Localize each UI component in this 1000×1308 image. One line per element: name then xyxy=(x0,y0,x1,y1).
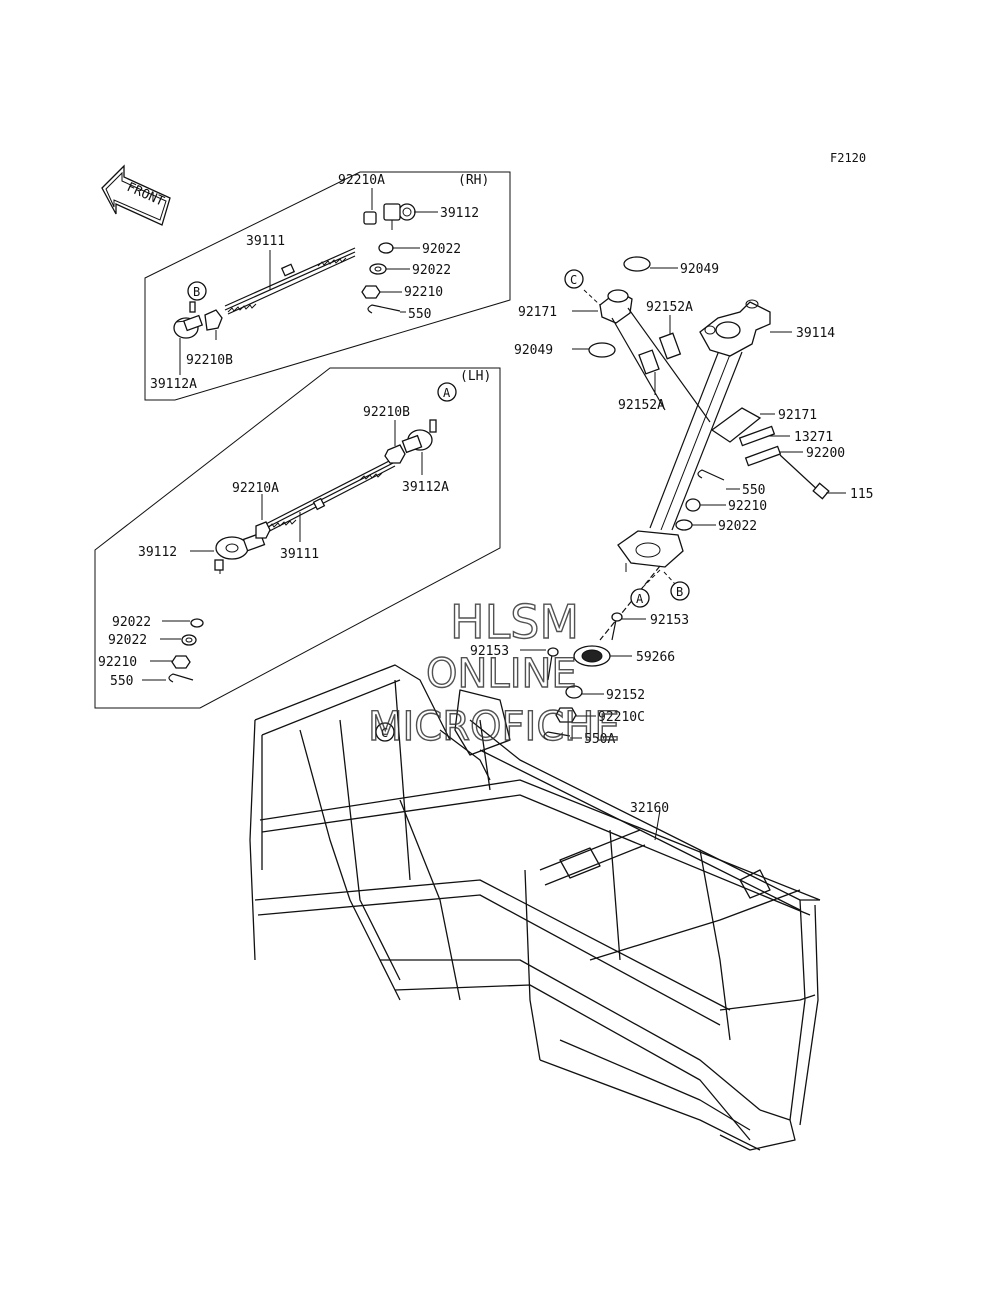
label-col-92210C: 92210C xyxy=(598,710,645,725)
callout-b-column: B xyxy=(670,581,690,601)
label-col-92171b: 92171 xyxy=(778,408,817,423)
label-col-550A: 550A xyxy=(584,732,615,747)
steering-column-drawing xyxy=(543,256,830,741)
label-lh-92210B: 92210B xyxy=(363,405,410,420)
callout-a-column: A xyxy=(630,588,650,608)
label-col-92152: 92152 xyxy=(606,688,645,703)
label-col-39114: 39114 xyxy=(796,326,835,341)
label-lh-92022a: 92022 xyxy=(112,615,151,630)
label-col-115: 115 xyxy=(850,487,873,502)
label-rh-92210B: 92210B xyxy=(186,353,233,368)
label-lh-39111: 39111 xyxy=(280,547,319,562)
svg-text:B: B xyxy=(676,585,683,599)
rh-tie-rod-drawing xyxy=(173,203,416,339)
label-frame-32160: 32160 xyxy=(630,801,669,816)
front-arrow-icon: FRONT xyxy=(101,164,171,226)
label-rh-92210A: 92210A xyxy=(338,173,385,188)
lh-box-label: (LH) xyxy=(460,369,491,384)
label-col-92200: 92200 xyxy=(806,446,845,461)
label-rh-92210: 92210 xyxy=(404,285,443,300)
label-col-92153a: 92153 xyxy=(650,613,689,628)
callout-c-frame: C xyxy=(375,722,395,742)
label-lh-39112A: 39112A xyxy=(402,480,449,495)
label-lh-92210: 92210 xyxy=(98,655,137,670)
svg-text:B: B xyxy=(193,285,200,299)
figure-code: F2120 xyxy=(830,151,866,165)
label-lh-39112: 39112 xyxy=(138,545,177,560)
label-lh-550: 550 xyxy=(110,674,133,689)
watermark: HLSM ONLINE MICROFICHE xyxy=(367,594,620,750)
label-rh-92022b: 92022 xyxy=(412,263,451,278)
label-col-92171a: 92171 xyxy=(518,305,557,320)
rh-tie-rod-box: (RH) xyxy=(144,171,511,401)
label-col-92049a: 92049 xyxy=(680,262,719,277)
label-col-13271: 13271 xyxy=(794,430,833,445)
svg-text:A: A xyxy=(636,592,644,606)
frame-drawing xyxy=(249,664,821,1151)
label-col-92049b: 92049 xyxy=(514,343,553,358)
label-rh-39112: 39112 xyxy=(440,206,479,221)
label-col-550: 550 xyxy=(742,483,765,498)
svg-text:C: C xyxy=(570,273,577,287)
label-col-92152Aa: 92152A xyxy=(646,300,693,315)
label-col-59266: 59266 xyxy=(636,650,675,665)
part-labels: 92210A 39112 92022 92022 92210 550 39111… xyxy=(98,173,873,816)
label-rh-39111: 39111 xyxy=(246,234,285,249)
callout-b-rh: B xyxy=(187,281,207,301)
svg-text:A: A xyxy=(443,386,451,400)
label-col-92210: 92210 xyxy=(728,499,767,514)
leader-lines xyxy=(142,188,846,841)
label-col-92152Ab: 92152A xyxy=(618,398,665,413)
label-rh-92022a: 92022 xyxy=(422,242,461,257)
watermark-line3: MICROFICHE xyxy=(368,704,620,750)
lh-tie-rod-drawing xyxy=(168,419,437,683)
watermark-line1: HLSM xyxy=(450,595,579,649)
rh-box-label: (RH) xyxy=(458,173,489,188)
callout-c-top: C xyxy=(564,269,584,289)
watermark-line2: ONLINE xyxy=(426,651,577,697)
svg-text:C: C xyxy=(381,726,388,740)
label-lh-92210A: 92210A xyxy=(232,481,279,496)
label-col-92022: 92022 xyxy=(718,519,757,534)
label-lh-92022b: 92022 xyxy=(108,633,147,648)
callout-a-lh: A xyxy=(437,382,457,402)
lh-tie-rod-box: (LH) xyxy=(94,367,501,709)
label-rh-550: 550 xyxy=(408,307,431,322)
label-rh-39112A: 39112A xyxy=(150,377,197,392)
label-col-92153b: 92153 xyxy=(470,644,509,659)
